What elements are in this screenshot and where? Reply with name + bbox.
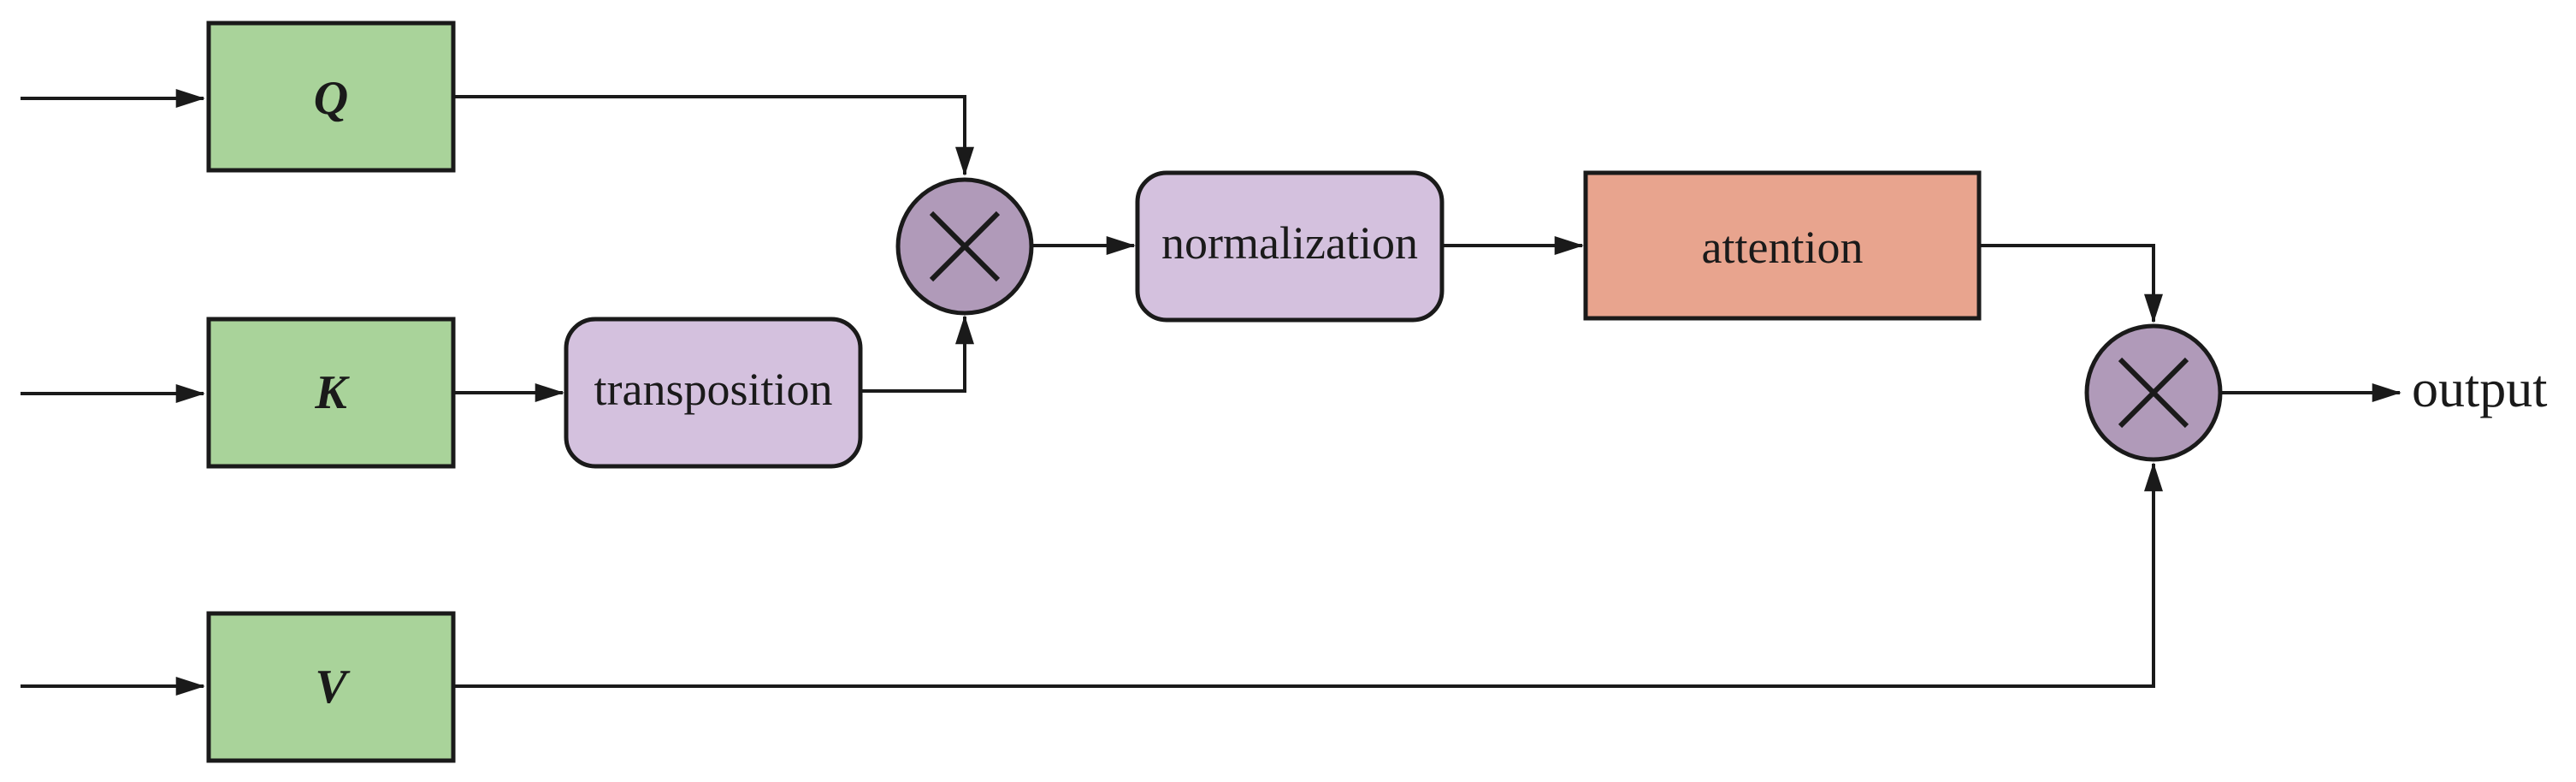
node-normalization-label: normalization <box>1161 217 1418 269</box>
node-k-box <box>206 317 456 469</box>
edge-v-to-multiply-2 <box>455 462 2163 688</box>
node-normalization: normalization <box>1135 170 1445 323</box>
node-q-label: Q <box>314 72 348 125</box>
node-k: K <box>206 317 456 469</box>
node-k-label: K <box>314 366 350 419</box>
node-transposition-box <box>564 317 863 469</box>
multiply-icon <box>929 210 1001 282</box>
node-transposition-label: transposition <box>594 364 833 415</box>
output-label: output <box>2412 360 2547 418</box>
node-v-box <box>206 611 456 763</box>
node-multiply-1 <box>895 177 1034 316</box>
node-attention-box <box>1583 170 1982 321</box>
node-q-box <box>206 21 456 173</box>
node-normalization-box <box>1135 170 1445 323</box>
node-multiply-2 <box>2084 323 2223 462</box>
multiply-icon <box>2118 357 2189 429</box>
node-v-label: V <box>315 661 351 714</box>
node-transposition: transposition <box>564 317 863 469</box>
node-attention: attention <box>1583 170 1982 321</box>
edge-attention-to-multiply-2 <box>1981 244 2163 323</box>
edge-q-to-multiply-1 <box>455 95 974 176</box>
node-q: Q <box>206 21 456 173</box>
node-attention-label: attention <box>1702 222 1864 273</box>
node-v: V <box>206 611 456 763</box>
edge-transposition-to-multiply-1 <box>862 315 974 393</box>
